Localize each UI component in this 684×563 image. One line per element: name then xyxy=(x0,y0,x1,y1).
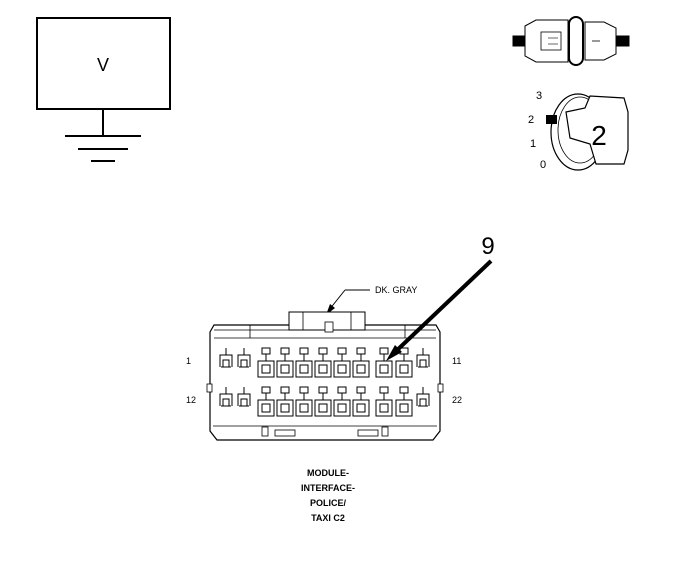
pin-cavity-14 xyxy=(257,386,275,417)
pin-label-12: 12 xyxy=(186,395,196,405)
pin-label-1: 1 xyxy=(186,356,191,366)
voltmeter-label: V xyxy=(97,55,109,75)
pin-cavity-16 xyxy=(295,386,313,417)
pin-cavity-9 xyxy=(375,347,393,378)
pin-cavity-20 xyxy=(375,386,393,417)
pin-cavity-12 xyxy=(219,387,233,407)
voltmeter-symbol: V xyxy=(36,17,171,162)
pin-label-11: 11 xyxy=(452,356,461,366)
pin-cavity-2 xyxy=(237,348,251,368)
position-3-label: 3 xyxy=(536,90,542,102)
pin-cavity-4 xyxy=(276,347,294,378)
disconnected-connector-icon xyxy=(512,16,630,66)
caption-line-3: POLICE/ xyxy=(310,498,347,508)
pin-cavity-6 xyxy=(314,347,332,378)
lock-color-label: DK. GRAY xyxy=(375,285,417,295)
pin-cavity-8 xyxy=(352,347,370,378)
pin-cavity-17 xyxy=(314,386,332,417)
position-0-label: 0 xyxy=(540,159,546,171)
ground-icon xyxy=(65,109,141,162)
callout-number: 9 xyxy=(481,233,494,260)
pin-cavity-1 xyxy=(219,348,233,368)
pin-cavity-5 xyxy=(295,347,313,378)
connector-body xyxy=(209,324,441,441)
pin-cavity-3 xyxy=(257,347,275,378)
pin-cavities xyxy=(219,347,430,417)
pin-cavity-7 xyxy=(333,347,351,378)
pin-cavity-18 xyxy=(333,386,351,417)
lock-color-callout: DK. GRAY xyxy=(326,285,417,315)
connector-caption: MODULE- INTERFACE- POLICE/ TAXI C2 xyxy=(301,468,355,523)
pin-cavity-22 xyxy=(416,387,430,407)
pin-cavity-10 xyxy=(395,347,413,378)
connector-face xyxy=(206,311,444,441)
ignition-switch-icon: 2 3 2 1 0 xyxy=(528,90,629,171)
pin-cavity-15 xyxy=(276,386,294,417)
pin-cavity-13 xyxy=(237,387,251,407)
caption-line-2: INTERFACE- xyxy=(301,483,355,493)
key-position-label: 2 xyxy=(591,120,607,151)
pin-callout: 9 xyxy=(386,233,495,361)
pin-cavity-11 xyxy=(416,348,430,368)
position-1-label: 1 xyxy=(530,138,536,150)
caption-line-1: MODULE- xyxy=(307,468,349,478)
position-2-label: 2 xyxy=(528,114,534,126)
pin-cavity-19 xyxy=(352,386,370,417)
pin-label-22: 22 xyxy=(452,395,462,405)
pin-cavity-21 xyxy=(395,386,413,417)
caption-line-4: TAXI C2 xyxy=(311,513,345,523)
